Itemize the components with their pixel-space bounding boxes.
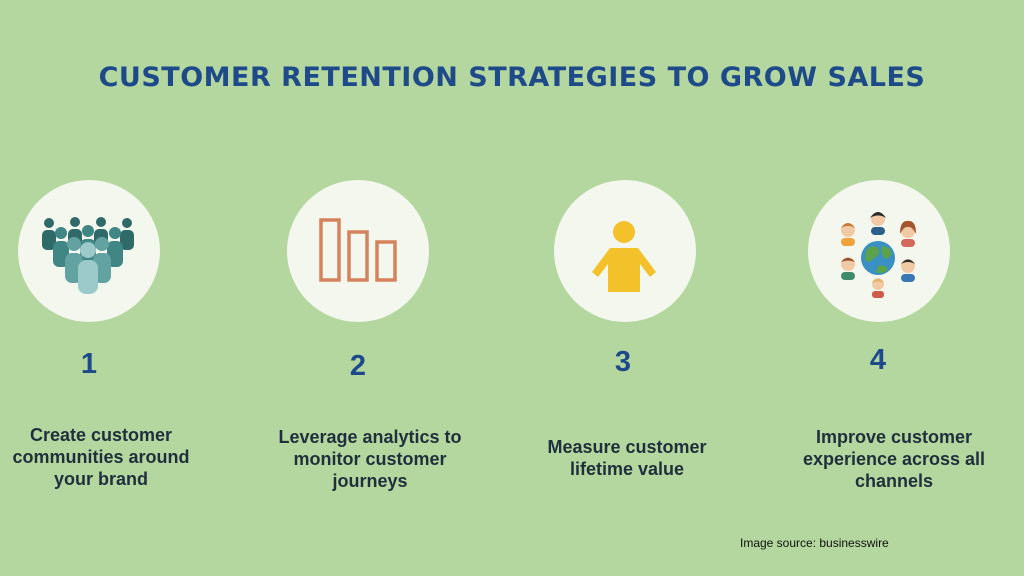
image-source-caption: Image source: businesswire [740, 536, 889, 550]
strategy-1-icon-circle [18, 180, 160, 322]
strategy-4-number: 4 [869, 344, 887, 376]
strategy-3-text: Measure customer lifetime value [547, 437, 707, 479]
bar-chart-icon [319, 218, 397, 282]
strategy-3-number: 3 [614, 346, 632, 378]
page-title: CUSTOMER RETENTION STRATEGIES TO GROW SA… [98, 62, 926, 93]
strategy-4-text: Improve customer experience across all c… [802, 427, 986, 491]
strategy-1-text: Create customer communities around your … [12, 425, 190, 489]
strategy-2-icon-circle [287, 180, 429, 322]
globe-people-icon [841, 212, 916, 298]
strategy-2-text: Leverage analytics to monitor customer j… [278, 427, 462, 491]
strategy-3-icon-circle [554, 180, 696, 322]
strategy-4-icon-circle [808, 180, 950, 322]
people-group-icon [42, 217, 134, 294]
strategy-2-number: 2 [349, 350, 367, 382]
strategy-1-number: 1 [80, 348, 98, 380]
person-icon [592, 221, 656, 292]
